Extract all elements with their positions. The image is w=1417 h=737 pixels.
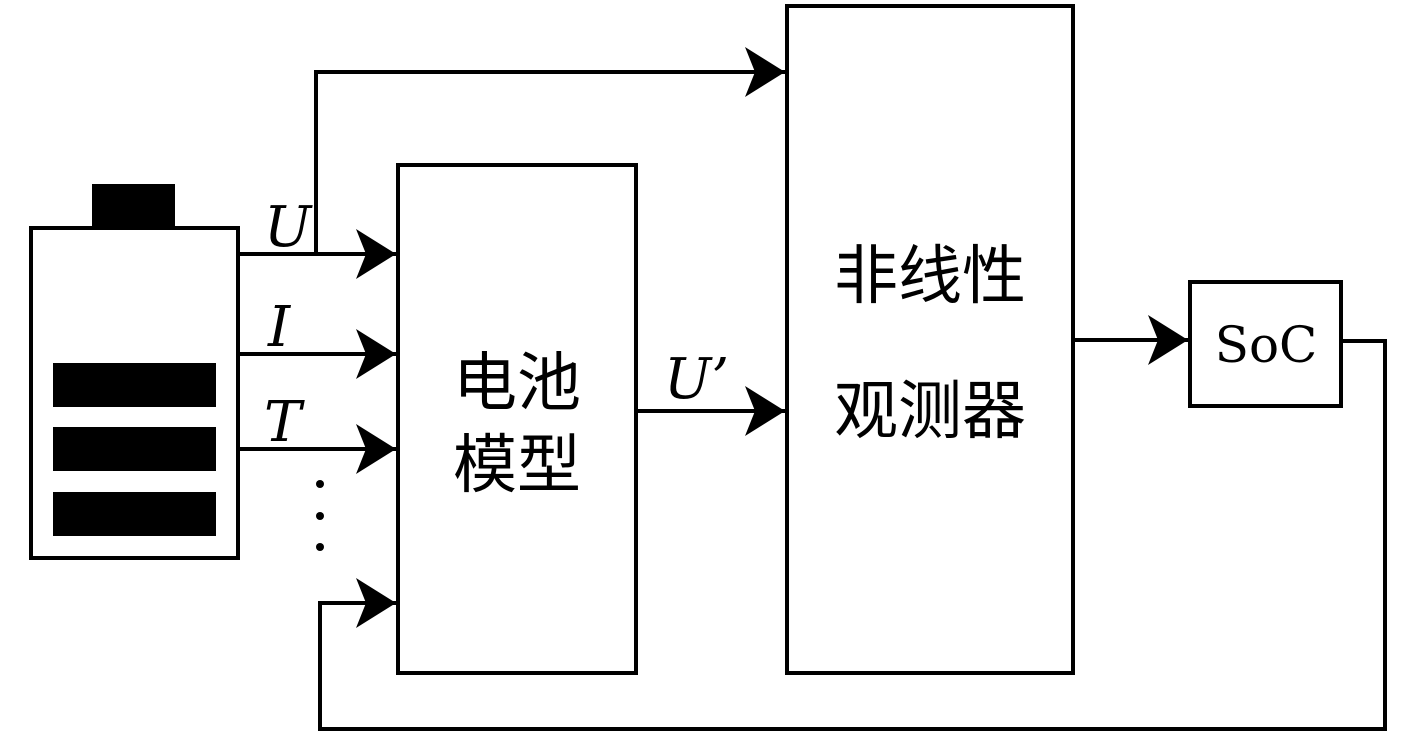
observer-label-line1: 非线性 [834, 240, 1026, 314]
temperature-label: T [264, 390, 305, 455]
ellipsis-dots [316, 480, 324, 551]
nonlinear-observer-block: 非线性 观测器 [785, 4, 1075, 675]
soc-label: SoC [1215, 316, 1318, 374]
battery-icon [29, 184, 240, 560]
current-label: I [267, 295, 292, 360]
battery-model-label-line1: 电池 [453, 347, 581, 421]
soc-feedback-arrow [318, 339, 1387, 731]
battery-model-block: 电池 模型 [396, 163, 638, 675]
model-output-label: U’ [664, 347, 729, 412]
battery-model-label-line2: 模型 [453, 429, 581, 503]
voltage-label: U [264, 195, 313, 260]
voltage-branch-arrow [314, 47, 787, 256]
observer-label-line2: 观测器 [834, 375, 1026, 449]
soc-block: SoC [1188, 280, 1343, 408]
